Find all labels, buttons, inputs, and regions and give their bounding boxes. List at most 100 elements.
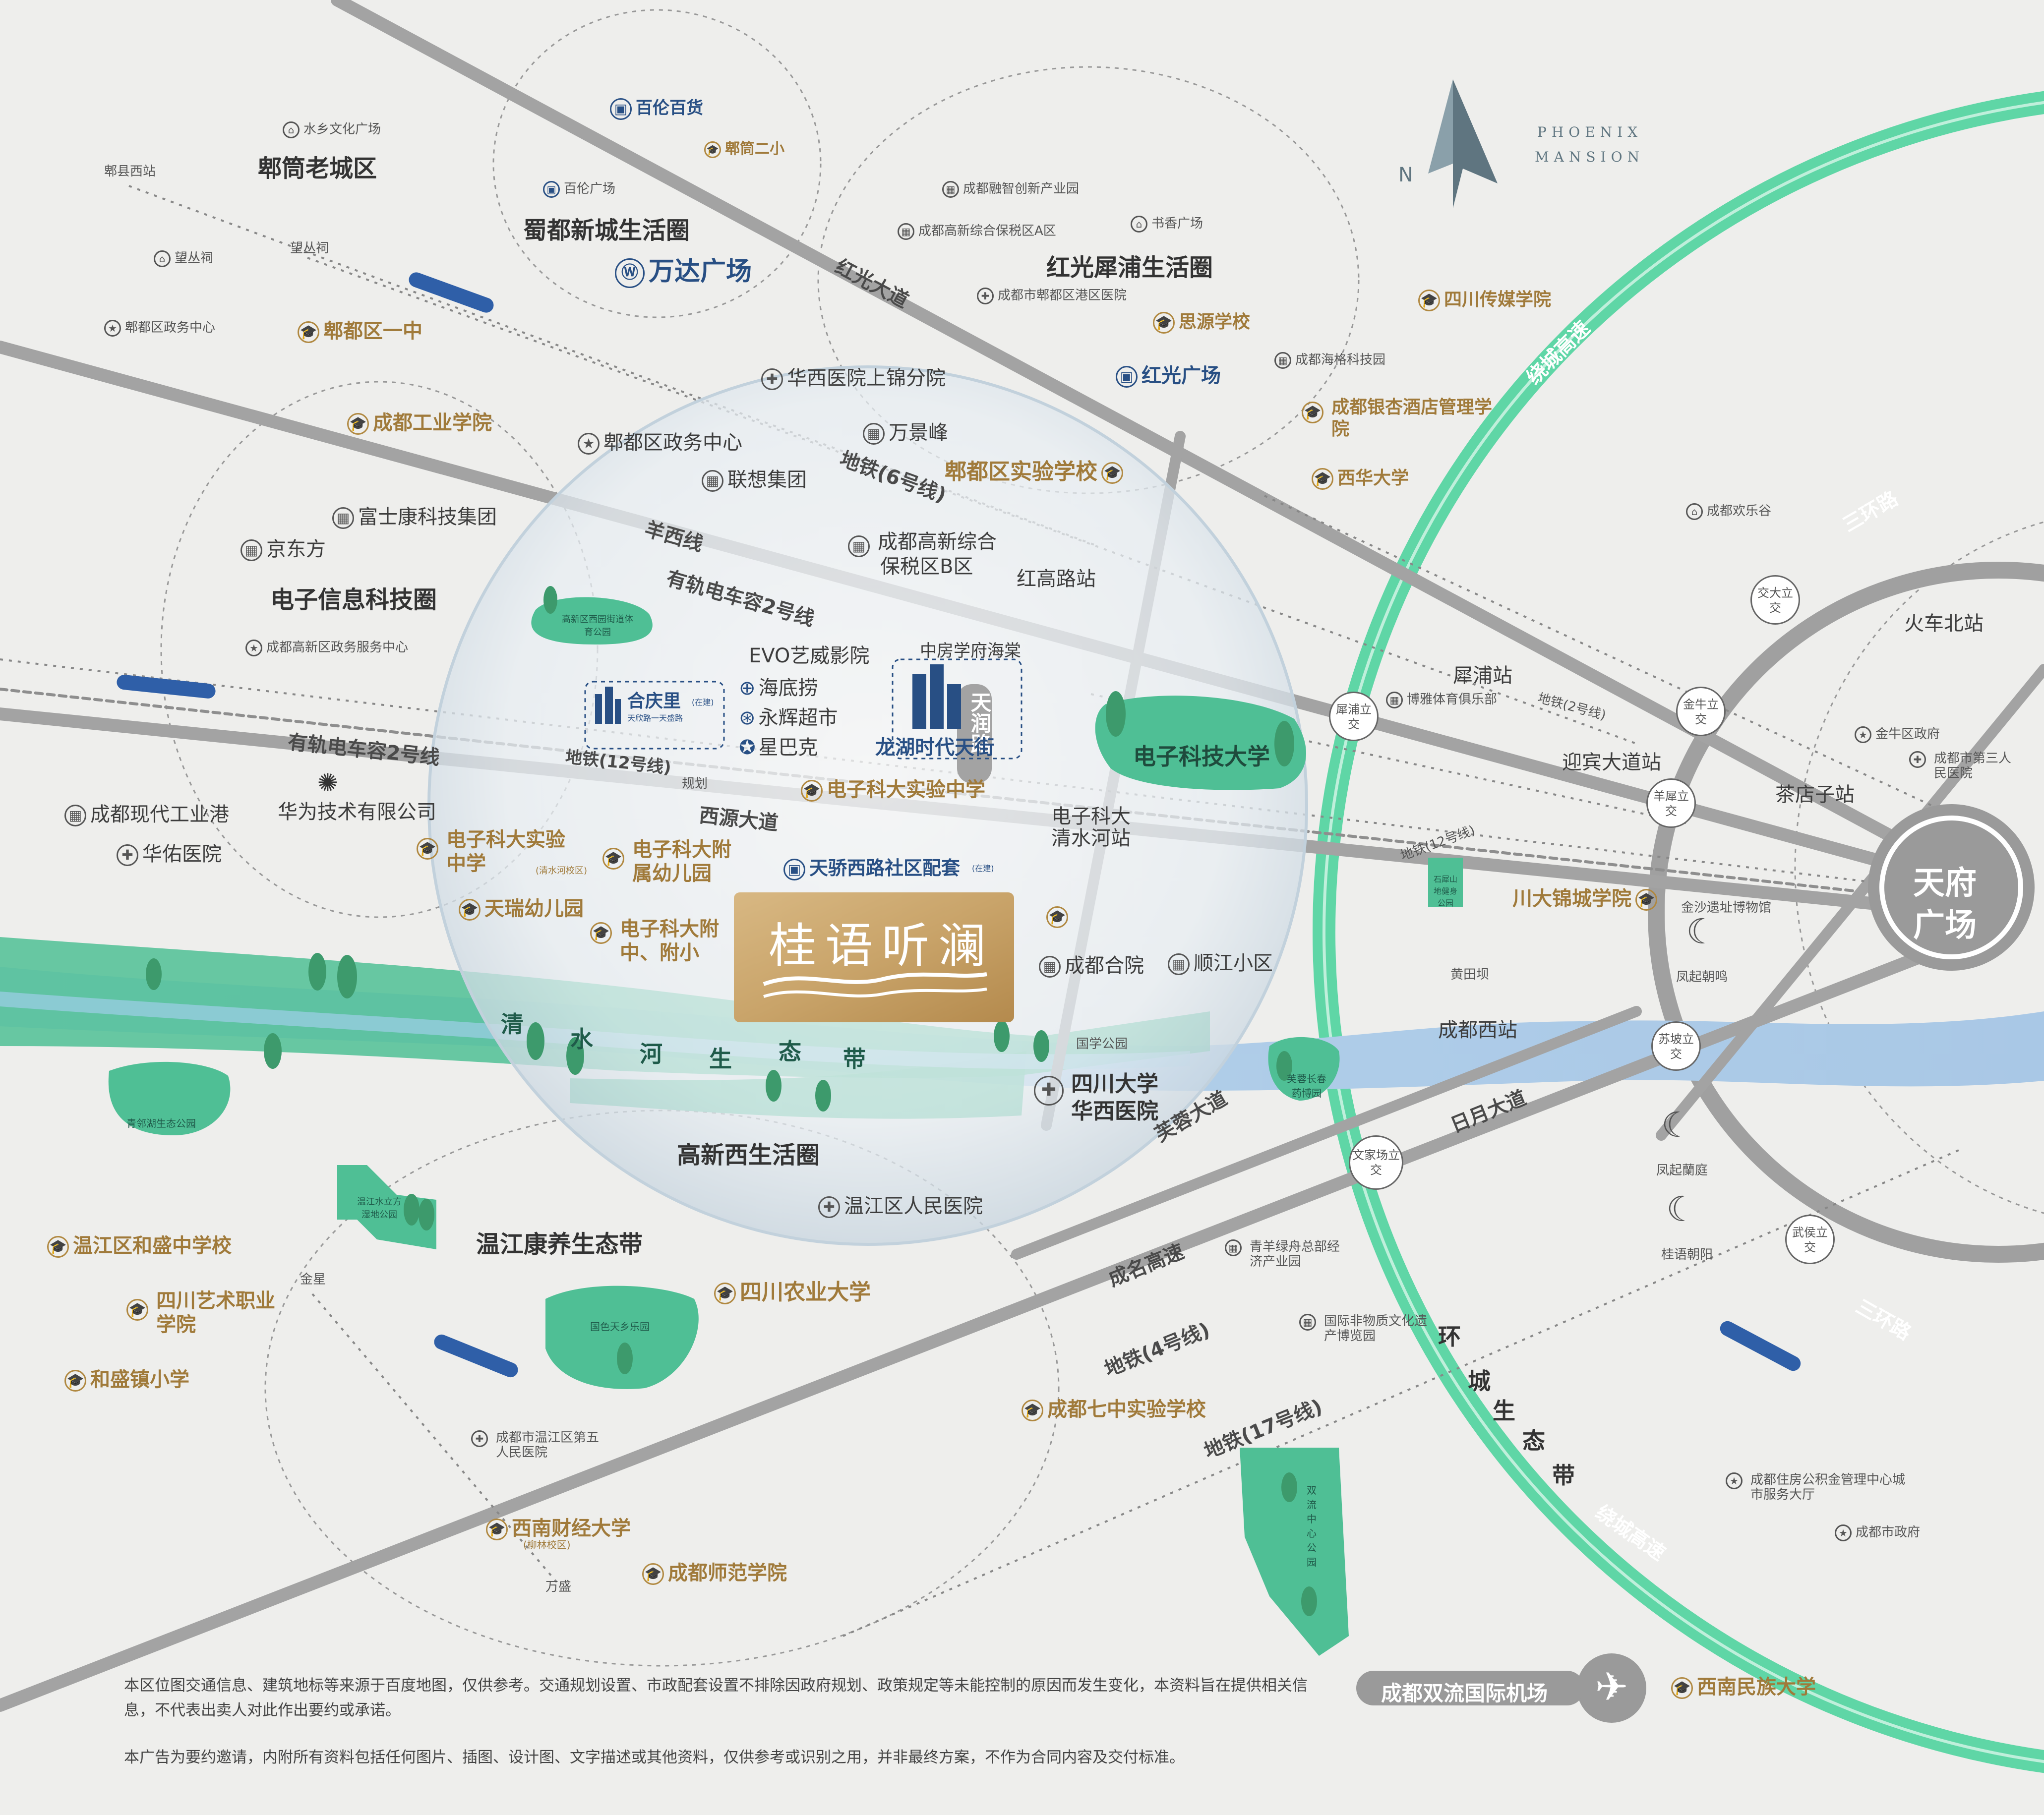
interchange-xipu: 犀浦立交 bbox=[1329, 692, 1379, 741]
graduation-cap-icon: 🎓 bbox=[1418, 290, 1440, 311]
shopping-bag-icon: ▣ bbox=[610, 98, 632, 120]
wanda-logo-icon: Ⓦ bbox=[615, 258, 645, 288]
school-normal: 🎓成都师范学院 bbox=[642, 1557, 787, 1585]
building-icon: ▦ bbox=[240, 539, 262, 561]
poi-zhongfang: 中房学府海棠 bbox=[920, 641, 1021, 661]
ring-char-2: 城 bbox=[1468, 1368, 1491, 1395]
building-icon: ▦ bbox=[702, 470, 723, 492]
graduation-cap-icon: 🎓 bbox=[1022, 1400, 1043, 1421]
park-shixing: 石犀山地健身公园 bbox=[1433, 875, 1457, 908]
poi-fushikang: ▦富士康科技集团 bbox=[332, 501, 497, 529]
graduation-cap-icon: 🎓 bbox=[1046, 906, 1068, 928]
gov-star-icon: ★ bbox=[104, 319, 121, 337]
school-hesheng-primary: 🎓和盛镇小学 bbox=[64, 1363, 189, 1392]
graduation-cap-icon: 🎓 bbox=[642, 1563, 664, 1585]
poi-baoshui-a: ▦成都高新综合保税区A区 bbox=[898, 221, 1056, 240]
station-wansheng: 万盛 bbox=[545, 1580, 572, 1594]
poi-tianjiao: ▣天骄西路社区配套 bbox=[783, 853, 960, 880]
tianfu-square-hub bbox=[1868, 804, 2035, 971]
graduation-cap-icon: 🎓 bbox=[801, 780, 823, 802]
poi-uestc: 电子科技大学 bbox=[1133, 743, 1270, 770]
graduation-cap-icon: 🎓 bbox=[1302, 402, 1323, 423]
graduation-cap-icon: 🎓 bbox=[1101, 462, 1123, 484]
poi-hongguang-plaza: ▣红光广场 bbox=[1116, 359, 1221, 388]
project-name: 桂语听澜 bbox=[769, 918, 995, 974]
graduation-cap-icon: 🎓 bbox=[714, 1283, 736, 1304]
hospital-icon: ✚ bbox=[1909, 751, 1926, 768]
graduation-cap-icon: 🎓 bbox=[590, 922, 612, 944]
poi-housing-fund: ★成都住房公积金管理中心城市服务大厅 bbox=[1726, 1472, 1909, 1502]
shopping-bag-icon: ▣ bbox=[543, 180, 560, 198]
building-icon: ▦ bbox=[1225, 1239, 1242, 1256]
station-pixian-west: 郫县西站 bbox=[104, 164, 156, 179]
ring-char-3: 生 bbox=[1493, 1398, 1515, 1424]
brand-line-2: MANSION bbox=[1535, 149, 1645, 165]
interchange-wuhou: 武侯立交 bbox=[1785, 1215, 1835, 1264]
poi-longhu: 龙湖时代天街 bbox=[875, 736, 994, 759]
graduation-cap-icon: 🎓 bbox=[126, 1299, 148, 1321]
road-tianrun: 天润路 bbox=[967, 692, 992, 754]
poi-huaxi-jinjiang: ✚华西医院上锦分院 bbox=[761, 362, 946, 391]
poi-hehe: ▦成都合院 bbox=[1039, 949, 1144, 978]
poi-third-hospital: ✚成都市第三人民医院 bbox=[1909, 751, 2018, 781]
disclaimer-p2: 本广告为要约邀请，内附所有资料包括任何图片、插图、设计图、文字描述或其他资料，仅… bbox=[124, 1749, 1185, 1766]
school-agri: 🎓四川农业大学 bbox=[714, 1274, 871, 1306]
ring-road-third bbox=[1648, 562, 2044, 1263]
building-icon: ▦ bbox=[942, 180, 959, 198]
project-logo-icon: ☾ bbox=[1686, 911, 1717, 952]
school-pidu-exp: 郫都区实验学校🎓 bbox=[945, 454, 1127, 485]
area-electronic: 电子信息科技圈 bbox=[270, 586, 437, 614]
building-icon: ▦ bbox=[848, 535, 870, 557]
park-qingshui: 高新区西园街道体育公园 bbox=[562, 614, 633, 638]
building-icon: ▦ bbox=[1274, 351, 1291, 369]
river-char-6: 带 bbox=[843, 1046, 866, 1072]
school-no7: 🎓成都七中实验学校 bbox=[1022, 1393, 1206, 1422]
poi-haige: ▦成都海格科技园 bbox=[1274, 350, 1385, 369]
shopping-bag-icon: ▣ bbox=[1116, 366, 1138, 388]
building-icon: ▦ bbox=[1039, 956, 1061, 978]
qingshui-river bbox=[0, 967, 2044, 1091]
building-icon: ▦ bbox=[1386, 691, 1403, 708]
area-shudu: 蜀都新城生活圈 bbox=[523, 217, 690, 244]
station-hongjia: 红高路站 bbox=[1017, 568, 1096, 590]
river-char-4: 生 bbox=[709, 1046, 732, 1072]
poi-baoshui-b-1: ▦成都高新综合 bbox=[848, 526, 997, 557]
interchange-wenjiachang: 文家场立交 bbox=[1349, 1135, 1403, 1190]
poi-bailun-plaza: ▣百伦广场 bbox=[543, 178, 615, 198]
gov-star-icon: ★ bbox=[578, 433, 600, 455]
poi-huayou: ✚华佑医院 bbox=[117, 838, 222, 867]
poi-ronghui: ▦成都融智创新产业园 bbox=[942, 178, 1079, 198]
graduation-cap-icon: 🎓 bbox=[1671, 1677, 1693, 1699]
poi-yonghui: ⊛永辉超市 bbox=[739, 706, 838, 729]
hub-name-line-2: 广场 bbox=[1913, 907, 1977, 944]
road-metro12-note: 规划 bbox=[682, 776, 708, 791]
river-char-1: 清 bbox=[501, 1011, 524, 1038]
hospital-icon: ✚ bbox=[1034, 1076, 1064, 1106]
north-label: N bbox=[1398, 164, 1413, 186]
school-sccm: 🎓四川传媒学院 bbox=[1418, 285, 1551, 311]
north-arrow bbox=[1428, 79, 1498, 208]
graduation-cap-icon: 🎓 bbox=[602, 848, 624, 870]
poi-fengqi-chaoming: ☾凤起朝鸣 bbox=[1676, 911, 1728, 985]
park-guose: 国色天乡乐园 bbox=[590, 1321, 650, 1333]
poi-haidilao: ⊕海底捞 bbox=[739, 677, 818, 700]
station-huochebei: 火车北站 bbox=[1904, 612, 1984, 635]
graduation-cap-icon: 🎓 bbox=[1635, 889, 1657, 911]
interchange-jiaoda: 交大立交 bbox=[1750, 575, 1800, 625]
graduation-cap-icon: 🎓 bbox=[298, 321, 319, 343]
poi-shuxiang: ⌂书香广场 bbox=[1131, 213, 1203, 233]
graduation-cap-icon: 🎓 bbox=[1153, 312, 1175, 334]
building-icon: ▦ bbox=[1299, 1314, 1316, 1331]
poi-wanjing: ▦万景峰 bbox=[863, 416, 948, 445]
poi-guiyu-chaoyang: ☾桂语朝阳 bbox=[1661, 1189, 1713, 1262]
graduation-cap-icon: 🎓 bbox=[1312, 468, 1333, 490]
hospital-icon: ✚ bbox=[818, 1196, 840, 1218]
poi-scu-huaxi: ✚四川大学 bbox=[1034, 1066, 1158, 1106]
poi-airport: 成都双流国际机场 bbox=[1381, 1681, 1548, 1705]
graduation-cap-icon: 🎓 bbox=[459, 899, 481, 921]
school-pitong2: 🎓郫筒二小 bbox=[704, 136, 784, 158]
building-icon: ▦ bbox=[898, 223, 914, 240]
area-pidu-old: 郫筒老城区 bbox=[258, 155, 377, 182]
